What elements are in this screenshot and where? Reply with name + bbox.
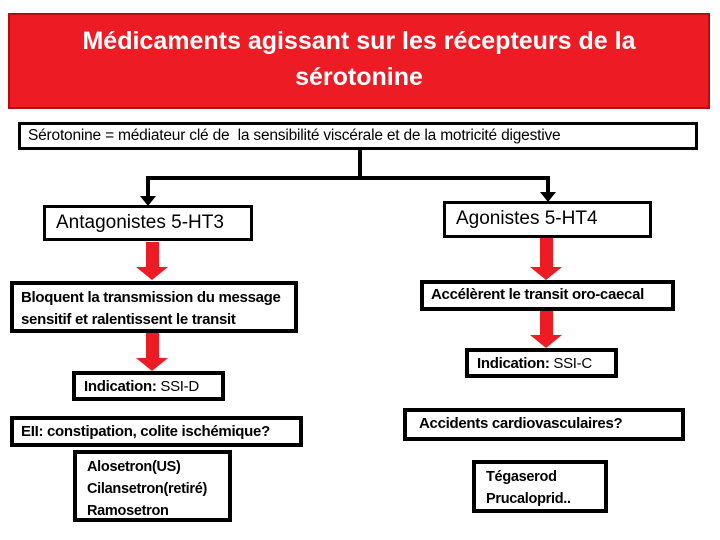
mechanism-5ht3-box: Bloquent la transmission du message sens… xyxy=(10,281,298,333)
drug-name: Ramosetron xyxy=(87,503,169,519)
adverse-effects-5ht3-box: EII: constipation, colite ischémique? xyxy=(10,416,303,447)
red-down-arrow-icon xyxy=(530,238,562,280)
drug-list-5ht3-box: Alosetron(US) Cilansetron(retiré) Ramose… xyxy=(73,450,232,522)
red-down-arrow-icon xyxy=(136,242,168,280)
drug-list-5ht4-box: Tégaserod Prucaloprid.. xyxy=(472,460,608,513)
indication-ssid-box: Indication: SSI-D xyxy=(72,371,225,401)
indication-value: SSI-C xyxy=(549,355,592,372)
indication-label: Indication: xyxy=(477,355,550,372)
antagonists-5ht3-box: Antagonistes 5-HT3 xyxy=(43,205,253,241)
connector-stem-line xyxy=(358,148,362,178)
title-line-2: sérotonine xyxy=(295,62,423,91)
drug-name: Prucaloprid.. xyxy=(486,491,571,507)
drug-name: Alosetron(US) xyxy=(87,459,181,475)
red-down-arrow-icon xyxy=(136,333,168,371)
title-line-1: Médicaments agissant sur les récepteurs … xyxy=(82,27,636,55)
indication-label: Indication: xyxy=(84,378,157,395)
adverse-effects-5ht4-box: Accidents cardiovasculaires? xyxy=(403,408,685,441)
drug-name: Cilansetron(retiré) xyxy=(87,481,207,497)
agonists-5ht4-box: Agonistes 5-HT4 xyxy=(443,201,652,238)
indication-ssic-box: Indication: SSI-C xyxy=(465,348,618,378)
mechanism-line-2: sensitif et ralentissent le transit xyxy=(21,311,236,328)
connector-left-drop-line xyxy=(146,180,150,197)
connector-right-drop-line xyxy=(546,180,550,193)
arrowhead-down-icon xyxy=(140,196,156,206)
mechanism-line-1: Bloquent la transmission du message xyxy=(21,289,281,306)
arrowhead-down-icon xyxy=(540,192,556,202)
indication-value: SSI-D xyxy=(156,378,199,395)
red-down-arrow-icon xyxy=(530,311,562,348)
mechanism-5ht4-box: Accélèrent le transit oro-caecal xyxy=(420,280,675,311)
connector-horizontal-line xyxy=(146,176,550,180)
key-message-box: Sérotonine = médiateur clé de la sensibi… xyxy=(18,122,698,150)
title-banner: Médicaments agissant sur les récepteurs … xyxy=(8,13,710,109)
drug-name: Tégaserod xyxy=(486,469,557,485)
